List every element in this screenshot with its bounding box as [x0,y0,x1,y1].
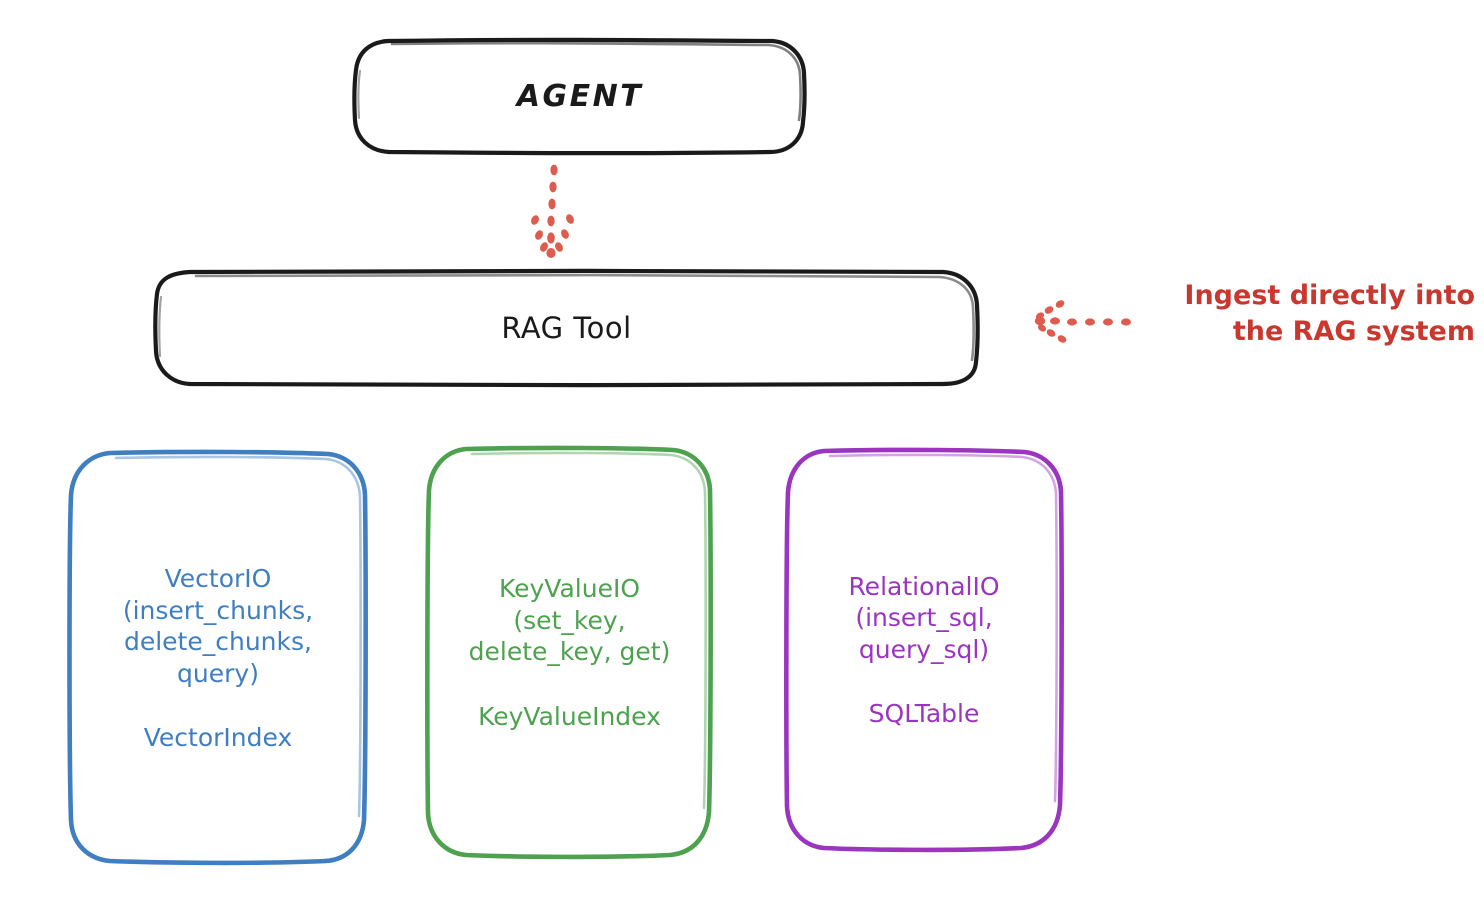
relationalio-index-label: SQLTable [868,699,980,729]
keyvalueio-api-label: KeyValueIO (set_key, delete_key, get) [468,574,671,667]
rag-tool-label: RAG Tool [501,310,632,345]
dotted-down-arrow [531,164,574,258]
relationalio-box-outline [784,447,1064,853]
vectorio-box-outline [67,449,368,866]
dotted-left-arrow [1034,300,1131,343]
agent-label: AGENT [516,79,644,114]
relationalio-api-label: RelationalIO (insert_sql, query_sql) [848,571,1000,664]
keyvalueio-index-label: KeyValueIndex [478,701,661,731]
ingest-annotation-label: Ingest directly into the RAG system [1184,280,1475,347]
vectorio-index-label: VectorIndex [143,723,293,752]
agent-box-outline [352,37,807,156]
keyvalueio-box-outline [425,445,713,860]
vectorio-node[interactable]: VectorIO (insert_chunks, delete_chunks, … [70,452,366,863]
keyvalueio-node[interactable]: KeyValueIO (set_key, delete_key, get) Ke… [428,448,711,856]
agent-node[interactable]: AGENT [355,40,805,153]
rag-tool-box-outline [153,268,980,388]
vectorio-api-label: VectorIO (insert_chunks, delete_chunks, … [122,564,314,688]
relationalio-node[interactable]: RelationalIO (insert_sql, query_sql) SQL… [787,450,1061,849]
rag-tool-node[interactable]: RAG Tool [155,271,978,384]
